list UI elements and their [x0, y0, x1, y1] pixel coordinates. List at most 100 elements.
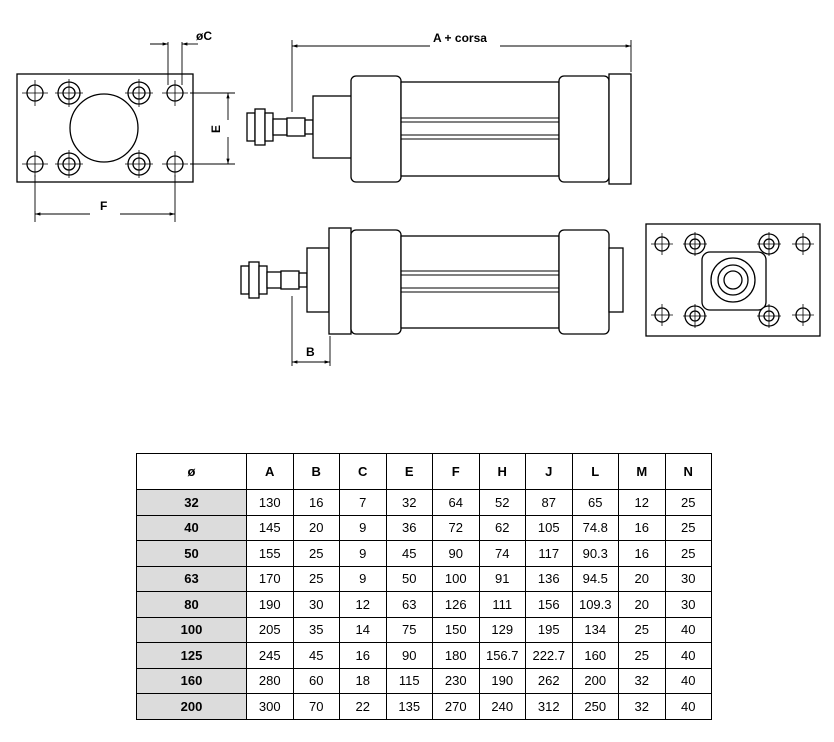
table-cell: 135 — [385, 693, 433, 720]
table-cell: 129 — [478, 616, 526, 643]
table-cell: 156 — [525, 591, 573, 618]
table-cell: 134 — [571, 616, 619, 643]
table-cell: 25 — [664, 514, 712, 541]
table-cell: 205 — [246, 616, 294, 643]
mounting-hole — [22, 80, 48, 106]
table-cell: 16 — [618, 514, 666, 541]
table-cell: 72 — [432, 514, 480, 541]
table-cell: 22 — [339, 693, 387, 720]
table-cell: 12 — [618, 489, 666, 516]
table-cell: 145 — [246, 514, 294, 541]
bolt-head — [125, 79, 153, 107]
dim-e — [190, 92, 235, 165]
bore-diameter-cell: 80 — [136, 591, 247, 618]
table-cell: 14 — [339, 616, 387, 643]
table-cell: 52 — [478, 489, 526, 516]
table-cell: 36 — [385, 514, 433, 541]
dim-e-label: E — [209, 125, 223, 133]
table-cell: 25 — [292, 565, 340, 592]
table-cell: 240 — [478, 693, 526, 720]
bore-diameter-cell: 200 — [136, 693, 247, 720]
table-cell: 9 — [339, 565, 387, 592]
table-cell: 25 — [292, 540, 340, 567]
table-cell: 87 — [525, 489, 573, 516]
table-header-cell: ø — [136, 453, 247, 490]
table-cell: 40 — [664, 667, 712, 694]
bolt-head — [55, 79, 83, 107]
table-cell: 74.8 — [571, 514, 619, 541]
mounting-hole — [651, 304, 673, 326]
mounting-hole — [792, 304, 814, 326]
table-cell: 40 — [664, 693, 712, 720]
table-cell: 7 — [339, 489, 387, 516]
mounting-hole — [22, 151, 48, 177]
table-header-cell: M — [618, 453, 666, 490]
table-cell: 12 — [339, 591, 387, 618]
bore-diameter-cell: 100 — [136, 616, 247, 643]
table-cell: 136 — [525, 565, 573, 592]
table-cell: 16 — [339, 642, 387, 669]
table-cell: 30 — [664, 565, 712, 592]
table-cell: 270 — [432, 693, 480, 720]
table-cell: 90 — [385, 642, 433, 669]
mounting-hole — [651, 233, 673, 255]
table-cell: 195 — [525, 616, 573, 643]
table-cell: 62 — [478, 514, 526, 541]
table-cell: 60 — [292, 667, 340, 694]
table-cell: 18 — [339, 667, 387, 694]
table-cell: 20 — [618, 591, 666, 618]
table-cell: 200 — [571, 667, 619, 694]
bolt-head — [55, 150, 83, 178]
table-cell: 63 — [385, 591, 433, 618]
table-cell: 74 — [478, 540, 526, 567]
table-cell: 9 — [339, 514, 387, 541]
table-cell: 90.3 — [571, 540, 619, 567]
bolt-head — [683, 304, 707, 328]
dim-a-corsa — [291, 40, 632, 112]
table-cell: 94.5 — [571, 565, 619, 592]
table-cell: 312 — [525, 693, 573, 720]
table-cell: 35 — [292, 616, 340, 643]
table-cell: 190 — [246, 591, 294, 618]
table-cell: 115 — [385, 667, 433, 694]
table-cell: 25 — [664, 489, 712, 516]
bolt-head — [757, 232, 781, 256]
table-cell: 40 — [664, 616, 712, 643]
table-cell: 170 — [246, 565, 294, 592]
table-cell: 300 — [246, 693, 294, 720]
table-header-cell: E — [385, 453, 433, 490]
dim-f — [34, 175, 176, 222]
table-cell: 20 — [292, 514, 340, 541]
table-cell: 250 — [571, 693, 619, 720]
mounting-hole — [162, 80, 188, 106]
bolt-head — [125, 150, 153, 178]
dim-b — [291, 296, 331, 366]
table-cell: 111 — [478, 591, 526, 618]
table-cell: 25 — [618, 642, 666, 669]
table-cell: 109.3 — [571, 591, 619, 618]
table-cell: 280 — [246, 667, 294, 694]
table-cell: 64 — [432, 489, 480, 516]
table-cell: 105 — [525, 514, 573, 541]
bolt-head — [757, 304, 781, 328]
cylinder-top-view — [246, 73, 632, 185]
table-cell: 32 — [618, 693, 666, 720]
dim-f-label: F — [100, 199, 107, 213]
table-header-cell: H — [478, 453, 526, 490]
table-cell: 160 — [571, 642, 619, 669]
table-cell: 155 — [246, 540, 294, 567]
table-cell: 40 — [664, 642, 712, 669]
bore-diameter-cell: 125 — [136, 642, 247, 669]
table-cell: 245 — [246, 642, 294, 669]
bore-diameter-cell: 63 — [136, 565, 247, 592]
table-cell: 150 — [432, 616, 480, 643]
